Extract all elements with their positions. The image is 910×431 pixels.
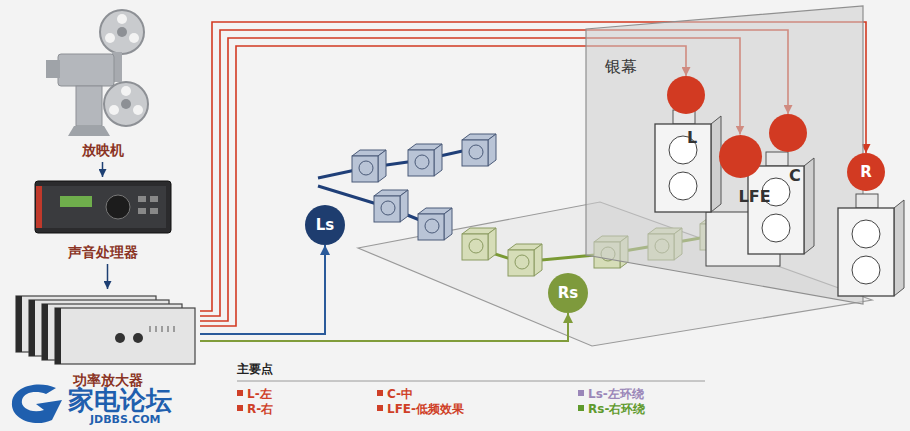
sound-processor-icon [35, 181, 171, 233]
node-label: C [789, 166, 801, 185]
legend-swatch [578, 390, 584, 396]
legend-heading: 主要点 [237, 361, 273, 378]
surround-circle: Rs [548, 273, 588, 313]
node-label: 声音处理器 [68, 244, 138, 262]
signal-connector [107, 264, 109, 289]
channel-circle: LFE [719, 135, 762, 178]
legend-swatch [377, 405, 383, 411]
node-label: 银幕 [605, 57, 637, 78]
amplifier-box: 功率放大器 [15, 290, 200, 390]
legend-entry: L-左 [247, 386, 272, 403]
legend-entry: R-右 [247, 401, 273, 418]
legend-text: C-中 [387, 387, 413, 401]
legend-text: Ls-左环绕 [588, 387, 644, 401]
legend-text: LFE-低频效果 [387, 402, 464, 416]
processor-box: 声音处理器 [30, 178, 175, 262]
legend-entry: C-中 [387, 386, 413, 403]
signal-connector [200, 313, 568, 341]
signal-connector [200, 245, 325, 334]
node-label: Ls [316, 216, 335, 234]
projector-box: 放映机 [45, 8, 161, 160]
channel-circle: C [769, 114, 807, 152]
node-label: 放映机 [82, 142, 124, 160]
legend-entry: LFE-低频效果 [387, 401, 464, 418]
legend-swatch [237, 405, 243, 411]
node-label: L [687, 128, 697, 147]
legend-text: R-右 [247, 402, 273, 416]
legend-swatch [578, 405, 584, 411]
legend-rule [237, 381, 705, 382]
legend-text: L-左 [247, 387, 272, 401]
channel-circle: R [847, 153, 885, 191]
node-label: LFE [739, 187, 771, 206]
watermark-logo [12, 384, 62, 423]
legend-swatch [377, 390, 383, 396]
legend-text: Rs-右环绕 [588, 402, 645, 416]
legend-entry: Ls-左环绕 [588, 386, 644, 403]
signal-connector [102, 162, 104, 177]
channel-circle: L [667, 76, 705, 114]
legend-swatch [237, 390, 243, 396]
surround-circle: Ls [305, 205, 345, 245]
legend-entry: Rs-右环绕 [588, 401, 645, 418]
watermark: 家电论坛 [68, 383, 172, 418]
watermark: JDBBS.COM [90, 413, 160, 426]
node-label: Rs [558, 284, 578, 302]
node-label: R [860, 163, 872, 181]
screen-panel: 银幕LLFEC [585, 5, 865, 305]
projector-icon [46, 10, 148, 136]
power-amplifier-icon [16, 296, 195, 364]
